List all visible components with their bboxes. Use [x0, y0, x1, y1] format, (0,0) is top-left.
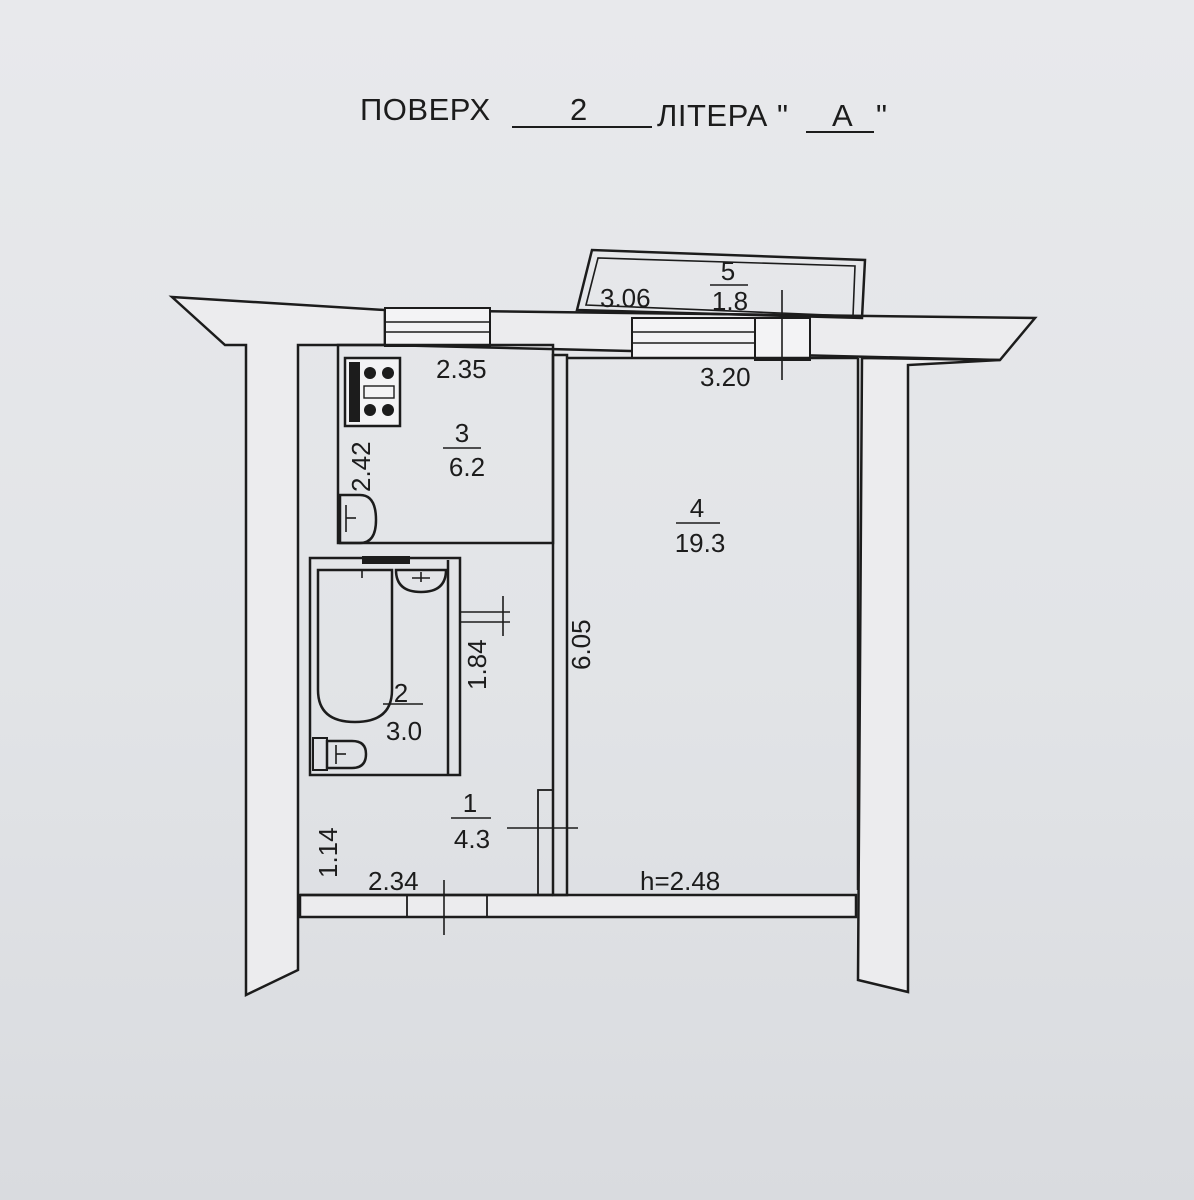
- room-3-area: 6.2: [449, 452, 485, 482]
- room-5-label: 5 1.8: [710, 256, 748, 316]
- door-entrance: [406, 880, 488, 935]
- letter-label: ЛІТЕРА ": [657, 98, 789, 133]
- ceiling-height: h=2.48: [640, 866, 720, 896]
- room-1-number: 1: [463, 788, 477, 818]
- letter-value: А: [832, 98, 854, 133]
- door-bath: [460, 596, 510, 636]
- room-4-label: 4 19.3: [675, 493, 726, 558]
- bottom-wall: [298, 893, 858, 919]
- bathtub-icon: [316, 556, 410, 724]
- dim-kitchen-width: 2.35: [436, 354, 487, 384]
- plan-header: ПОВЕРХ 2 ЛІТЕРА " А ": [0, 0, 1194, 160]
- room-4-number: 4: [690, 493, 704, 523]
- room-2-number: 2: [394, 678, 408, 708]
- room-4-area: 19.3: [675, 528, 726, 558]
- washbasin-icon: [394, 568, 448, 594]
- stove-icon: [343, 356, 402, 428]
- floor-label: ПОВЕРХ: [360, 92, 491, 127]
- balcony-door: [754, 290, 811, 380]
- balcony-outline: [575, 248, 867, 320]
- room-2-area: 3.0: [386, 716, 422, 746]
- dim-bath-depth: 1.84: [462, 639, 492, 690]
- room-1-label: 1 4.3: [451, 788, 491, 854]
- dim-hall-width: 2.34: [368, 866, 419, 896]
- room-3-number: 3: [455, 418, 469, 448]
- dim-hall-depth: 1.14: [313, 827, 343, 878]
- door-room: [507, 789, 578, 896]
- room-5-number: 5: [721, 256, 735, 286]
- room-3-label: 3 6.2: [443, 418, 485, 482]
- letter-close-quote: ": [876, 98, 888, 133]
- room-5-area: 1.8: [712, 286, 748, 316]
- dim-balcony-width: 3.06: [600, 283, 651, 313]
- partition-kitchen-room: [551, 353, 569, 897]
- floor-value: 2: [570, 92, 588, 127]
- room-1-area: 4.3: [454, 824, 490, 854]
- window-room: [631, 317, 756, 359]
- dim-room-width: 3.20: [700, 362, 751, 392]
- floor-underline: [512, 126, 652, 128]
- dim-room-depth: 6.05: [566, 619, 596, 670]
- toilet-icon: [312, 737, 368, 771]
- balcony-inner: [584, 257, 856, 317]
- window-kitchen: [384, 307, 491, 347]
- dim-kitchen-depth: 2.42: [346, 441, 376, 492]
- room-2-label: 2 3.0: [383, 678, 423, 746]
- letter-underline: [806, 131, 874, 133]
- right-wall: [856, 356, 1001, 994]
- kitchen-sink-icon: [338, 493, 378, 545]
